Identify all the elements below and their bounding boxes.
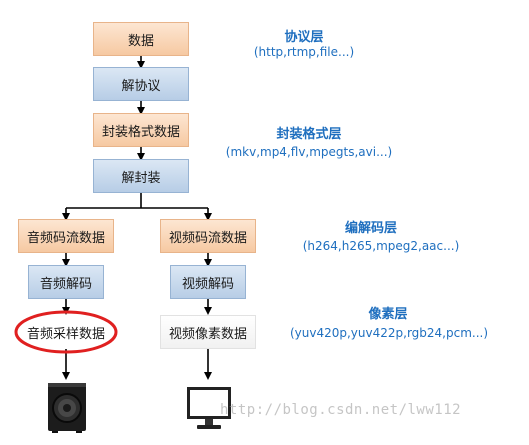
node-video-stream: 视频码流数据 bbox=[160, 219, 256, 253]
layer-title-pixel: 像素层 bbox=[368, 307, 408, 322]
node-video-pixels: 视频像素数据 bbox=[160, 315, 256, 349]
node-container-data: 封装格式数据 bbox=[93, 113, 189, 147]
layer-title-container: 封装格式层 bbox=[276, 127, 342, 142]
monitor-icon bbox=[187, 387, 231, 429]
node-audio-stream: 音频码流数据 bbox=[18, 219, 114, 253]
node-audio-samples: 音频采样数据 bbox=[26, 326, 105, 342]
layer-title-codec: 编解码层 bbox=[344, 221, 398, 236]
node-data: 数据 bbox=[93, 22, 189, 56]
node-deprotocol: 解协议 bbox=[93, 67, 189, 101]
node-video-decode: 视频解码 bbox=[170, 265, 246, 299]
node-demux: 解封装 bbox=[93, 159, 189, 193]
node-audio-decode: 音频解码 bbox=[28, 265, 104, 299]
layer-examples-codec: (h264,h265,mpeg2,aac...) bbox=[302, 239, 460, 253]
layer-title-protocol: 协议层 bbox=[284, 30, 324, 45]
watermark-url: http://blog.csdn.net/lww112 bbox=[220, 402, 462, 418]
layer-examples-protocol: (http,rtmp,file...) bbox=[253, 45, 355, 59]
layer-examples-container: (mkv,mp4,flv,mpegts,avi...) bbox=[225, 145, 393, 159]
speaker-icon bbox=[48, 383, 86, 433]
layer-examples-pixel: (yuv420p,yuv422p,rgb24,pcm...) bbox=[289, 326, 489, 340]
highlight-circle bbox=[14, 310, 118, 354]
